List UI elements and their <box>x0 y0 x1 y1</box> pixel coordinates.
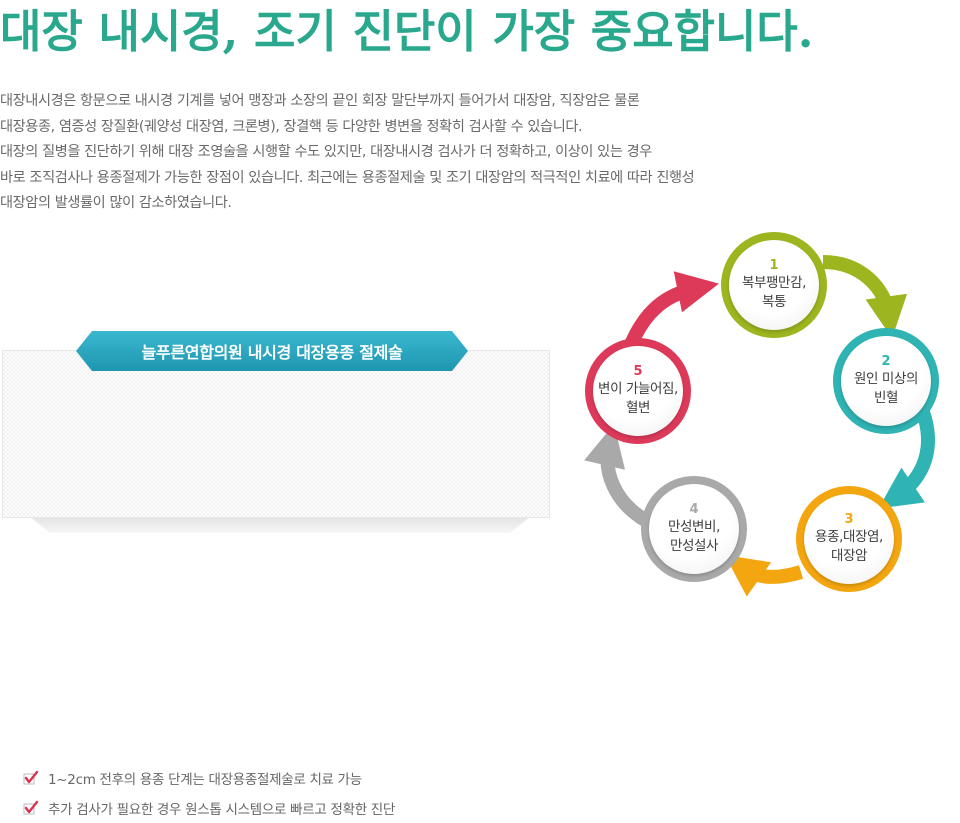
cycle-arrows <box>584 255 935 597</box>
intro-line: 대장암의 발생률이 많이 감소하였습니다. <box>0 195 232 211</box>
intro-line: 대장내시경은 항문으로 내시경 기계를 넣어 맹장과 소장의 끝인 회장 말단부… <box>0 93 640 109</box>
step-label: 대장암 <box>830 548 868 564</box>
step-number: 2 <box>881 354 891 369</box>
arrow-2-to-3 <box>878 409 935 509</box>
check-icon <box>23 770 39 785</box>
arrow-1-to-2 <box>822 255 908 339</box>
step-label: 변이 가늘어짐, <box>598 381 678 397</box>
step-label: 원인 미상의 <box>854 371 918 387</box>
step-number: 4 <box>689 502 699 517</box>
step-label: 만성설사 <box>669 538 719 554</box>
step-2-node: 2 원인 미상의 빈혈 <box>841 336 931 426</box>
list-item-text: 1~2cm 전후의 용종 단계는 대장용종절제술로 치료 가능 <box>48 772 362 788</box>
step-1-node: 1 복부팽만감, 복통 <box>729 240 819 330</box>
symptom-cycle-diagram: 1 복부팽만감, 복통 2 원인 미상의 빈혈 3 용종,대장염, 대장암 4 … <box>575 232 960 610</box>
arrow-4-to-5 <box>584 424 649 527</box>
arrow-3-to-4 <box>724 554 804 597</box>
infobox-shadow <box>30 517 530 533</box>
step-number: 1 <box>769 258 779 273</box>
list-item-text: 추가 검사가 필요한 경우 원스톱 시스템으로 빠르고 정확한 진단 <box>48 802 396 818</box>
infobox-title-ribbon: 늘푸른연합의원 내시경 대장용종 절제술 <box>76 331 468 371</box>
step-label: 빈혈 <box>873 390 899 406</box>
feature-list: 1~2cm 전후의 용종 단계는 대장용종절제술로 치료 가능 추가 검사가 필… <box>23 763 395 823</box>
step-label: 복통 <box>761 294 787 310</box>
list-item: 추가 검사가 필요한 경우 원스톱 시스템으로 빠르고 정확한 진단 <box>23 793 395 823</box>
step-4-node: 4 만성변비, 만성설사 <box>649 484 739 574</box>
step-number: 3 <box>844 512 854 527</box>
step-label: 만성변비, <box>668 519 720 535</box>
step-number: 5 <box>633 364 643 379</box>
step-label: 혈변 <box>625 400 651 416</box>
step-3-node: 3 용종,대장염, 대장암 <box>804 494 894 584</box>
step-5-node: 5 변이 가늘어짐, 혈변 <box>593 346 683 436</box>
intro-line: 대장용종, 염증성 장질환(궤양성 대장염, 크론병), 장결핵 등 다양한 병… <box>0 118 583 135</box>
step-label: 복부팽만감, <box>742 275 806 291</box>
step-label: 용종,대장염, <box>815 529 883 545</box>
list-item: 1~2cm 전후의 용종 단계는 대장용종절제술로 치료 가능 <box>23 763 395 793</box>
infobox-title: 늘푸른연합의원 내시경 대장용종 절제술 <box>141 343 403 362</box>
intro-paragraph: 대장내시경은 항문으로 내시경 기계를 넣어 맹장과 소장의 끝인 회장 말단부… <box>0 89 900 217</box>
check-icon <box>23 800 39 815</box>
arrow-5-to-1 <box>623 271 719 350</box>
page-headline: 대장 내시경, 조기 진단이 가장 중요합니다. <box>0 5 814 58</box>
intro-line: 바로 조직검사나 용종절제가 가능한 장점이 있습니다. 최근에는 용종절제술 … <box>0 169 695 186</box>
infobox-panel: 1~2cm 전후의 용종 단계는 대장용종절제술로 치료 가능 추가 검사가 필… <box>2 350 550 818</box>
intro-line: 대장의 질병을 진단하기 위해 대장 조영술을 시행할 수도 있지만, 대장내시… <box>0 144 652 160</box>
